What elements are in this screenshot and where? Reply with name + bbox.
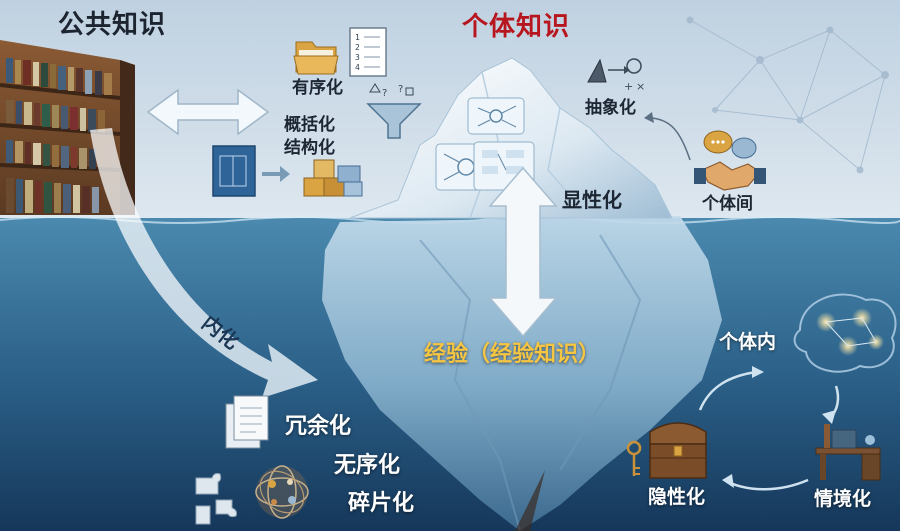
funnel-question-mark: ? (382, 88, 387, 99)
list-number-2: 2 (355, 43, 360, 52)
iceberg-tip (349, 57, 673, 219)
mindmap-panel-top (467, 97, 525, 135)
list-number-1: 1 (355, 33, 360, 42)
funnel-question-mark: ? (398, 84, 403, 95)
blueprint-icon (212, 145, 256, 197)
generalize-label: 概括化 (284, 115, 335, 135)
explicitize-double-arrow (488, 166, 558, 338)
iceberg-crack (515, 470, 545, 531)
numbered-list-icon: 1 2 3 4 (349, 27, 387, 77)
plus-symbol: + (624, 80, 633, 93)
brain-icon (793, 293, 897, 373)
experience-label: 经验（经验知识） (424, 342, 601, 367)
key-icon (626, 440, 642, 476)
abstract-label: 抽象化 (585, 98, 636, 118)
public-knowledge-title: 公共知识 (58, 10, 167, 40)
list-number-4: 4 (355, 63, 360, 72)
treasure-chest-icon (649, 422, 707, 479)
explicitize-label: 显性化 (562, 188, 622, 212)
exchange-double-arrow (146, 88, 270, 136)
tangled-ball-icon (255, 465, 309, 519)
interpersonal-label: 个体间 (702, 194, 753, 214)
chat-bubbles-icon (703, 130, 757, 159)
shapes-icon: + × (587, 58, 645, 93)
internalize-arrow (90, 128, 318, 398)
intrapersonal-label: 个体内 (719, 331, 777, 353)
book-spines (6, 58, 112, 213)
handshake-icon (694, 161, 766, 191)
iceberg-underwater (322, 216, 722, 531)
abstract-curve-arrow (651, 117, 691, 161)
small-arrow (262, 166, 290, 182)
disordered-label: 无序化 (334, 453, 401, 478)
redundant-label: 冗余化 (285, 414, 352, 439)
folder-icon (293, 41, 339, 75)
times-symbol: × (636, 80, 645, 93)
ordering-label: 有序化 (292, 78, 343, 98)
structure-label: 结构化 (284, 138, 335, 158)
personal-knowledge-title: 个体知识 (462, 12, 571, 42)
documents-icon (225, 395, 269, 449)
fragmented-label: 碎片化 (348, 491, 415, 516)
puzzle-pieces-icon (195, 473, 237, 525)
cycle-arrow-bottom (727, 478, 809, 491)
blocks-icon (303, 159, 363, 197)
network-decoration (686, 16, 889, 174)
tacitize-label: 隐性化 (648, 486, 706, 508)
contextualize-label: 情境化 (814, 488, 872, 510)
cycle-arrow-left (698, 370, 757, 411)
desk-icon (815, 424, 881, 481)
list-number-3: 3 (355, 53, 360, 62)
funnel-icon: ? ? (366, 83, 422, 139)
